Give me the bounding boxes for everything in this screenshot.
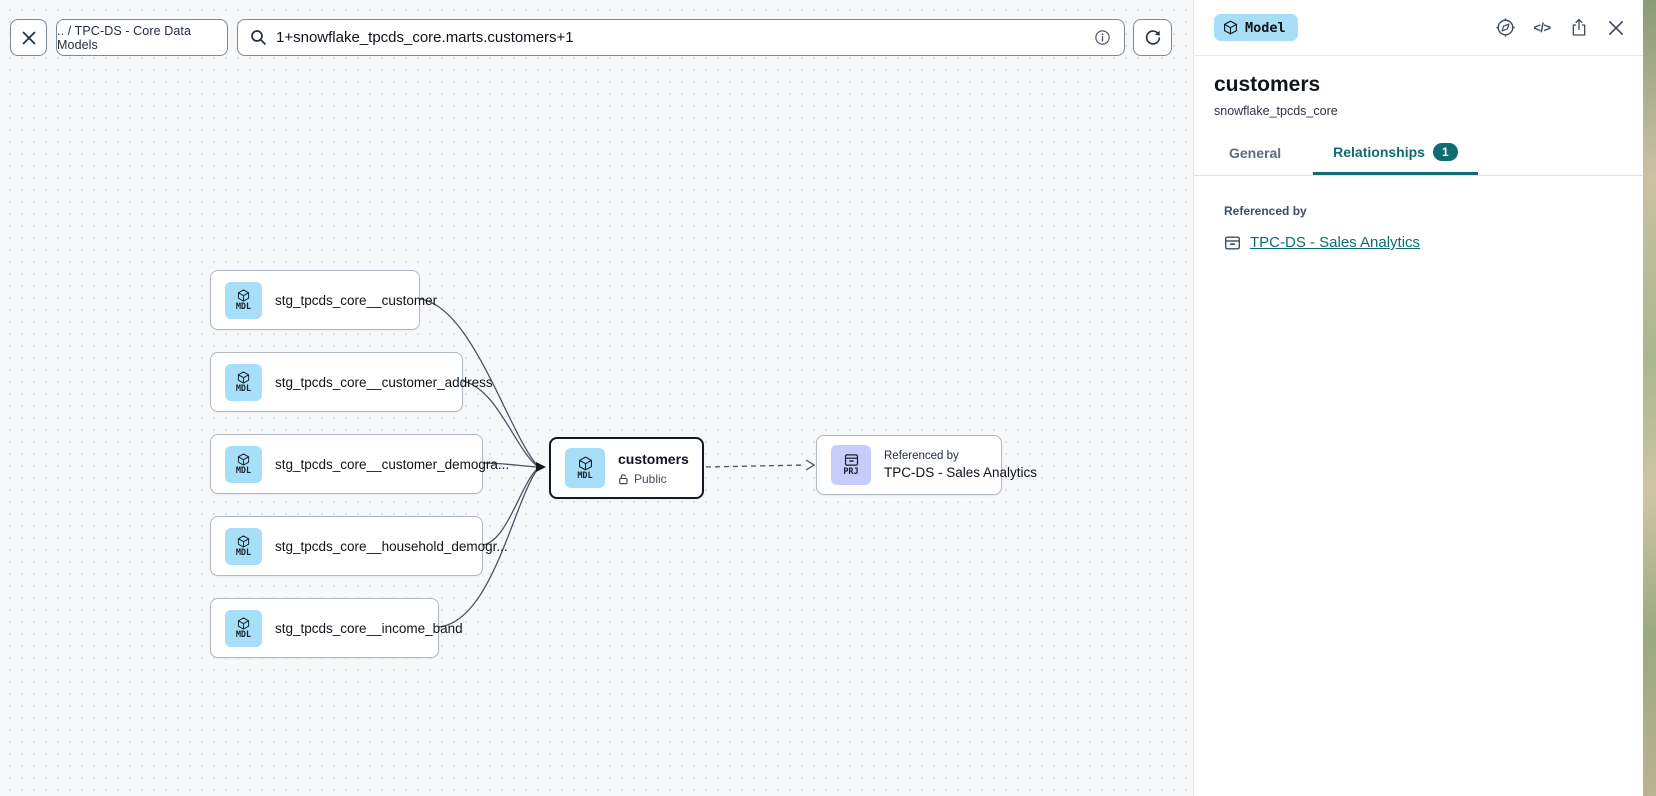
node-kicker: Referenced by <box>884 450 959 462</box>
details-panel: Model </> customers snowflake_tpcds_core <box>1193 0 1643 796</box>
cube-icon <box>237 289 250 302</box>
info-icon[interactable] <box>1093 28 1112 47</box>
cube-icon <box>1224 20 1237 35</box>
breadcrumb[interactable]: .. / TPC-DS - Core Data Models <box>56 19 228 56</box>
lineage-edges <box>419 298 816 628</box>
model-type-chip: MDL <box>225 609 262 647</box>
model-type-chip: MDL <box>225 281 262 319</box>
close-canvas-button[interactable] <box>10 19 47 56</box>
tab-general[interactable]: General <box>1229 145 1282 161</box>
model-node-stg-household-demographics[interactable]: MDL stg_tpcds_core__household_demogr... <box>210 516 508 576</box>
share-icon <box>1572 18 1586 36</box>
panel-subtitle: snowflake_tpcds_core <box>1214 104 1338 118</box>
cube-icon <box>237 371 250 384</box>
lineage-search[interactable] <box>237 19 1125 56</box>
node-label: stg_tpcds_core__income_band <box>275 620 463 636</box>
refresh-icon <box>1144 29 1162 47</box>
panel-title: customers <box>1214 73 1321 96</box>
project-type-chip: PRJ <box>831 445 871 485</box>
cube-icon <box>578 456 592 471</box>
explore-lineage-button[interactable] <box>1494 17 1516 39</box>
node-label: stg_tpcds_core__household_demogr... <box>275 538 508 554</box>
model-node-stg-customer-demographics[interactable]: MDL stg_tpcds_core__customer_demogra... <box>210 434 509 494</box>
type-badge-label: Model <box>1245 19 1286 36</box>
breadcrumb-label: .. / TPC-DS - Core Data Models <box>57 23 192 52</box>
model-type-chip: MDL <box>225 527 262 565</box>
node-title: customers <box>618 450 689 467</box>
model-node-stg-customer-address[interactable]: MDL stg_tpcds_core__customer_address <box>210 352 493 412</box>
cube-icon <box>237 535 250 548</box>
model-type-badge: Model <box>1214 14 1298 41</box>
code-icon: </> <box>1533 20 1551 35</box>
access-label: Public <box>634 471 667 486</box>
referenced-by-row: TPC-DS - Sales Analytics <box>1224 234 1613 251</box>
panel-tabs: General Relationships 1 <box>1194 133 1643 176</box>
close-panel-button[interactable] <box>1605 17 1627 39</box>
desktop-background-strip <box>1643 0 1656 796</box>
refresh-button[interactable] <box>1133 19 1172 56</box>
details-panel-header: Model </> <box>1194 0 1643 56</box>
share-button[interactable] <box>1568 17 1590 39</box>
lineage-canvas[interactable]: .. / TPC-DS - Core Data Models MDL stg_t… <box>0 0 1193 796</box>
model-type-chip: MDL <box>225 363 262 401</box>
archive-box-icon <box>1225 235 1240 250</box>
open-lock-icon <box>619 473 628 484</box>
compass-icon <box>1495 18 1515 37</box>
model-node-customers-selected[interactable]: MDL customers Public <box>549 437 704 499</box>
close-icon <box>1608 20 1624 35</box>
tab-relationships[interactable]: Relationships 1 <box>1313 133 1478 175</box>
close-icon <box>21 30 37 46</box>
archive-box-icon <box>844 454 858 466</box>
view-code-button[interactable]: </> <box>1531 17 1553 39</box>
node-label: stg_tpcds_core__customer_demogra... <box>275 456 510 472</box>
relationships-count-badge: 1 <box>1432 143 1458 161</box>
model-node-stg-customer[interactable]: MDL stg_tpcds_core__customer <box>210 270 437 330</box>
cube-icon <box>237 617 250 630</box>
node-label: stg_tpcds_core__customer <box>275 292 438 308</box>
node-title: TPC-DS - Sales Analytics <box>884 465 1038 480</box>
model-node-stg-income-band[interactable]: MDL stg_tpcds_core__income_band <box>210 598 463 658</box>
cube-icon <box>237 453 250 466</box>
search-icon <box>250 29 267 46</box>
model-type-chip: MDL <box>225 445 262 483</box>
node-label: stg_tpcds_core__customer_address <box>275 374 493 390</box>
referenced-by-link[interactable]: TPC-DS - Sales Analytics <box>1250 234 1421 251</box>
model-type-chip: MDL <box>565 448 605 488</box>
referenced-by-label: Referenced by <box>1224 204 1307 218</box>
search-input[interactable] <box>276 29 1084 46</box>
project-node-sales-analytics[interactable]: PRJ Referenced by TPC-DS - Sales Analyti… <box>816 435 1037 495</box>
